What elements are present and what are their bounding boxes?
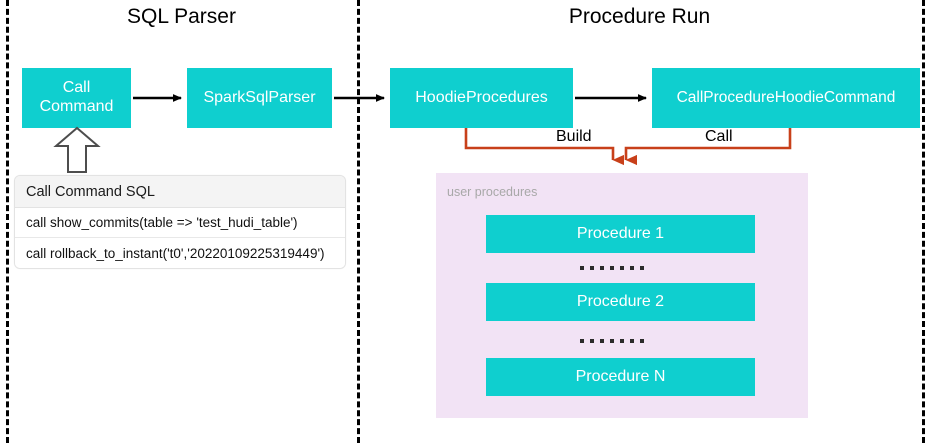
section-divider-right	[922, 0, 925, 443]
procedure-separator-dots	[580, 339, 644, 343]
connector-label-call: Call	[700, 129, 738, 145]
node-call-procedure-hoodie-command[interactable]: CallProcedureHoodieCommand	[652, 68, 920, 128]
user-procedures-panel-label: user procedures	[447, 185, 538, 199]
user-procedure-item[interactable]: Procedure N	[486, 358, 755, 396]
section-title-procedure-run: Procedure Run	[568, 5, 711, 28]
node-call-command-line-1: Call	[62, 79, 91, 97]
node-spark-sql-parser[interactable]: SparkSqlParser	[187, 68, 332, 128]
section-title-sql-parser: SQL Parser	[127, 5, 236, 28]
node-hoodie-procedures[interactable]: HoodieProcedures	[390, 68, 573, 128]
block-arrow-sql-to-call-command	[53, 126, 101, 173]
node-call-command[interactable]: Call Command	[22, 68, 131, 128]
call-command-sql-row: call rollback_to_instant('t0','202201092…	[15, 238, 345, 268]
section-divider-left	[6, 0, 9, 443]
procedure-separator-dots	[580, 266, 644, 270]
connector-label-build: Build	[551, 129, 597, 145]
call-command-sql-row: call show_commits(table => 'test_hudi_ta…	[15, 208, 345, 238]
section-divider-middle	[357, 0, 360, 443]
user-procedure-item[interactable]: Procedure 1	[486, 215, 755, 253]
call-command-sql-table-header: Call Command SQL	[15, 176, 345, 208]
call-command-sql-table: Call Command SQL call show_commits(table…	[14, 175, 346, 269]
node-call-command-line-2: Command	[39, 98, 114, 115]
user-procedure-item[interactable]: Procedure 2	[486, 283, 755, 321]
